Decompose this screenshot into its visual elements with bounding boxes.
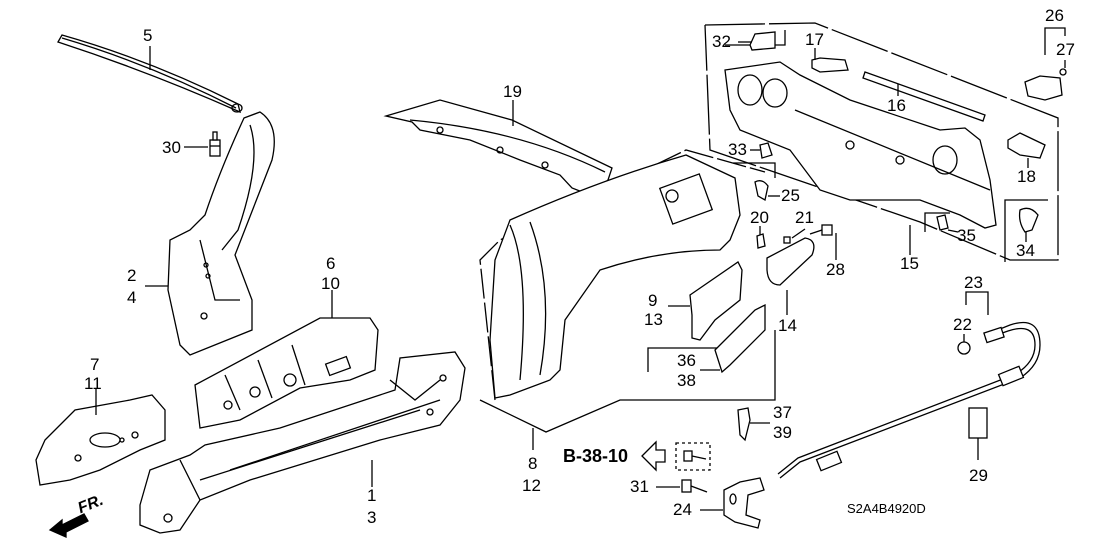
part-22-grommet[interactable]: [957, 341, 971, 355]
group-box-8-12: [479, 149, 766, 401]
callout-14: 14: [778, 316, 797, 335]
callout-9: 9: [648, 291, 658, 310]
part-16-strip[interactable]: [862, 71, 986, 122]
callout-18: 18: [1017, 167, 1036, 186]
callout-26: 26: [1045, 6, 1064, 25]
part-33-clip[interactable]: [759, 142, 773, 159]
group-box-36-38: [647, 347, 745, 372]
callout-31: 31: [630, 477, 649, 496]
part-36-38-bracket[interactable]: [714, 303, 766, 374]
callout-5: 5: [143, 26, 153, 45]
part-32-bracket[interactable]: [749, 31, 776, 51]
callout-3: 3: [367, 508, 377, 527]
callout-36: 36: [677, 351, 696, 370]
callout-1: 1: [367, 486, 377, 505]
part-7-11-bracket[interactable]: [35, 394, 166, 486]
callout-19: 19: [503, 82, 522, 101]
part-21-nut[interactable]: [783, 236, 791, 244]
callout-24: 24: [673, 500, 692, 519]
part-26-bumper-rubber[interactable]: [1024, 75, 1063, 101]
callout-8: 8: [528, 454, 538, 473]
callout-7: 7: [90, 355, 100, 374]
part-28-bolt[interactable]: [809, 224, 833, 236]
part-29-label-plate[interactable]: [968, 407, 988, 439]
reference-arrow-icon: [641, 440, 666, 472]
callout-15: 15: [900, 254, 919, 273]
callout-38: 38: [677, 371, 696, 390]
part-14-fuel-lid[interactable]: [766, 237, 815, 286]
part-30-bolt[interactable]: [209, 131, 221, 157]
callout-2: 2: [127, 266, 137, 285]
leader-35: [947, 229, 959, 233]
group-bracket-26: [1044, 27, 1066, 55]
part-15-rear-panel[interactable]: [724, 61, 997, 229]
part-35-clip[interactable]: [936, 214, 949, 231]
reference-bolt-box: [675, 442, 711, 471]
callout-13: 13: [644, 310, 663, 329]
callout-25: 25: [781, 186, 800, 205]
callout-27: 27: [1056, 40, 1075, 59]
group-bracket-23: [965, 291, 989, 315]
callout-22: 22: [953, 315, 972, 334]
group-box-33: [733, 162, 776, 178]
part-23-cable[interactable]: [777, 321, 1041, 479]
front-direction-arrow-icon: [48, 513, 89, 538]
callout-16: 16: [887, 96, 906, 115]
part-18-bracket[interactable]: [1007, 132, 1046, 159]
group-box-15: [704, 22, 1059, 261]
part-34-cap[interactable]: [1018, 207, 1039, 233]
part-20-clip[interactable]: [756, 233, 766, 249]
callout-10: 10: [321, 274, 340, 293]
reference-label[interactable]: B-38-10: [563, 446, 629, 466]
part-17-bracket[interactable]: [811, 57, 849, 73]
group-box-34: [1004, 199, 1048, 262]
reference-bolt: [683, 450, 707, 462]
callout-37: 37: [773, 403, 792, 422]
part-6-10-inner-rocker[interactable]: [194, 317, 379, 429]
part-9-13-bracket[interactable]: [689, 261, 743, 341]
callout-35: 35: [957, 226, 976, 245]
leader-21: [791, 228, 806, 239]
part-24-hinge-bracket[interactable]: [723, 477, 765, 529]
group-box-8-12-bottom: [479, 330, 776, 433]
callout-34: 34: [1016, 241, 1035, 260]
callout-11: 11: [84, 374, 102, 393]
group-box-35: [924, 212, 950, 232]
part-2-4-pillar[interactable]: [167, 111, 275, 356]
part-31-bolt[interactable]: [681, 479, 708, 493]
callout-29: 29: [969, 466, 988, 485]
callout-32: 32: [712, 32, 731, 51]
callout-28: 28: [826, 260, 845, 279]
callout-30: 30: [162, 138, 181, 157]
callout-20: 20: [750, 208, 769, 227]
part-1-3-side-sill[interactable]: [139, 351, 466, 534]
part-37-39-clip[interactable]: [737, 407, 751, 442]
callout-6: 6: [326, 254, 336, 273]
part-8-12-quarter-panel[interactable]: [489, 154, 741, 399]
group-box-32: [725, 30, 786, 46]
callout-17: 17: [805, 30, 824, 49]
callout-33: 33: [728, 140, 747, 159]
part-27-clip[interactable]: [1059, 68, 1067, 76]
callout-23: 23: [964, 273, 983, 292]
callout-12: 12: [522, 476, 541, 495]
callout-21: 21: [795, 208, 814, 227]
callout-4: 4: [127, 288, 137, 307]
diagram-code: S2A4B4920D: [847, 501, 926, 516]
part-25-clip[interactable]: [754, 180, 769, 202]
part-19-rear-deck[interactable]: [383, 99, 613, 196]
callout-39: 39: [773, 423, 792, 442]
